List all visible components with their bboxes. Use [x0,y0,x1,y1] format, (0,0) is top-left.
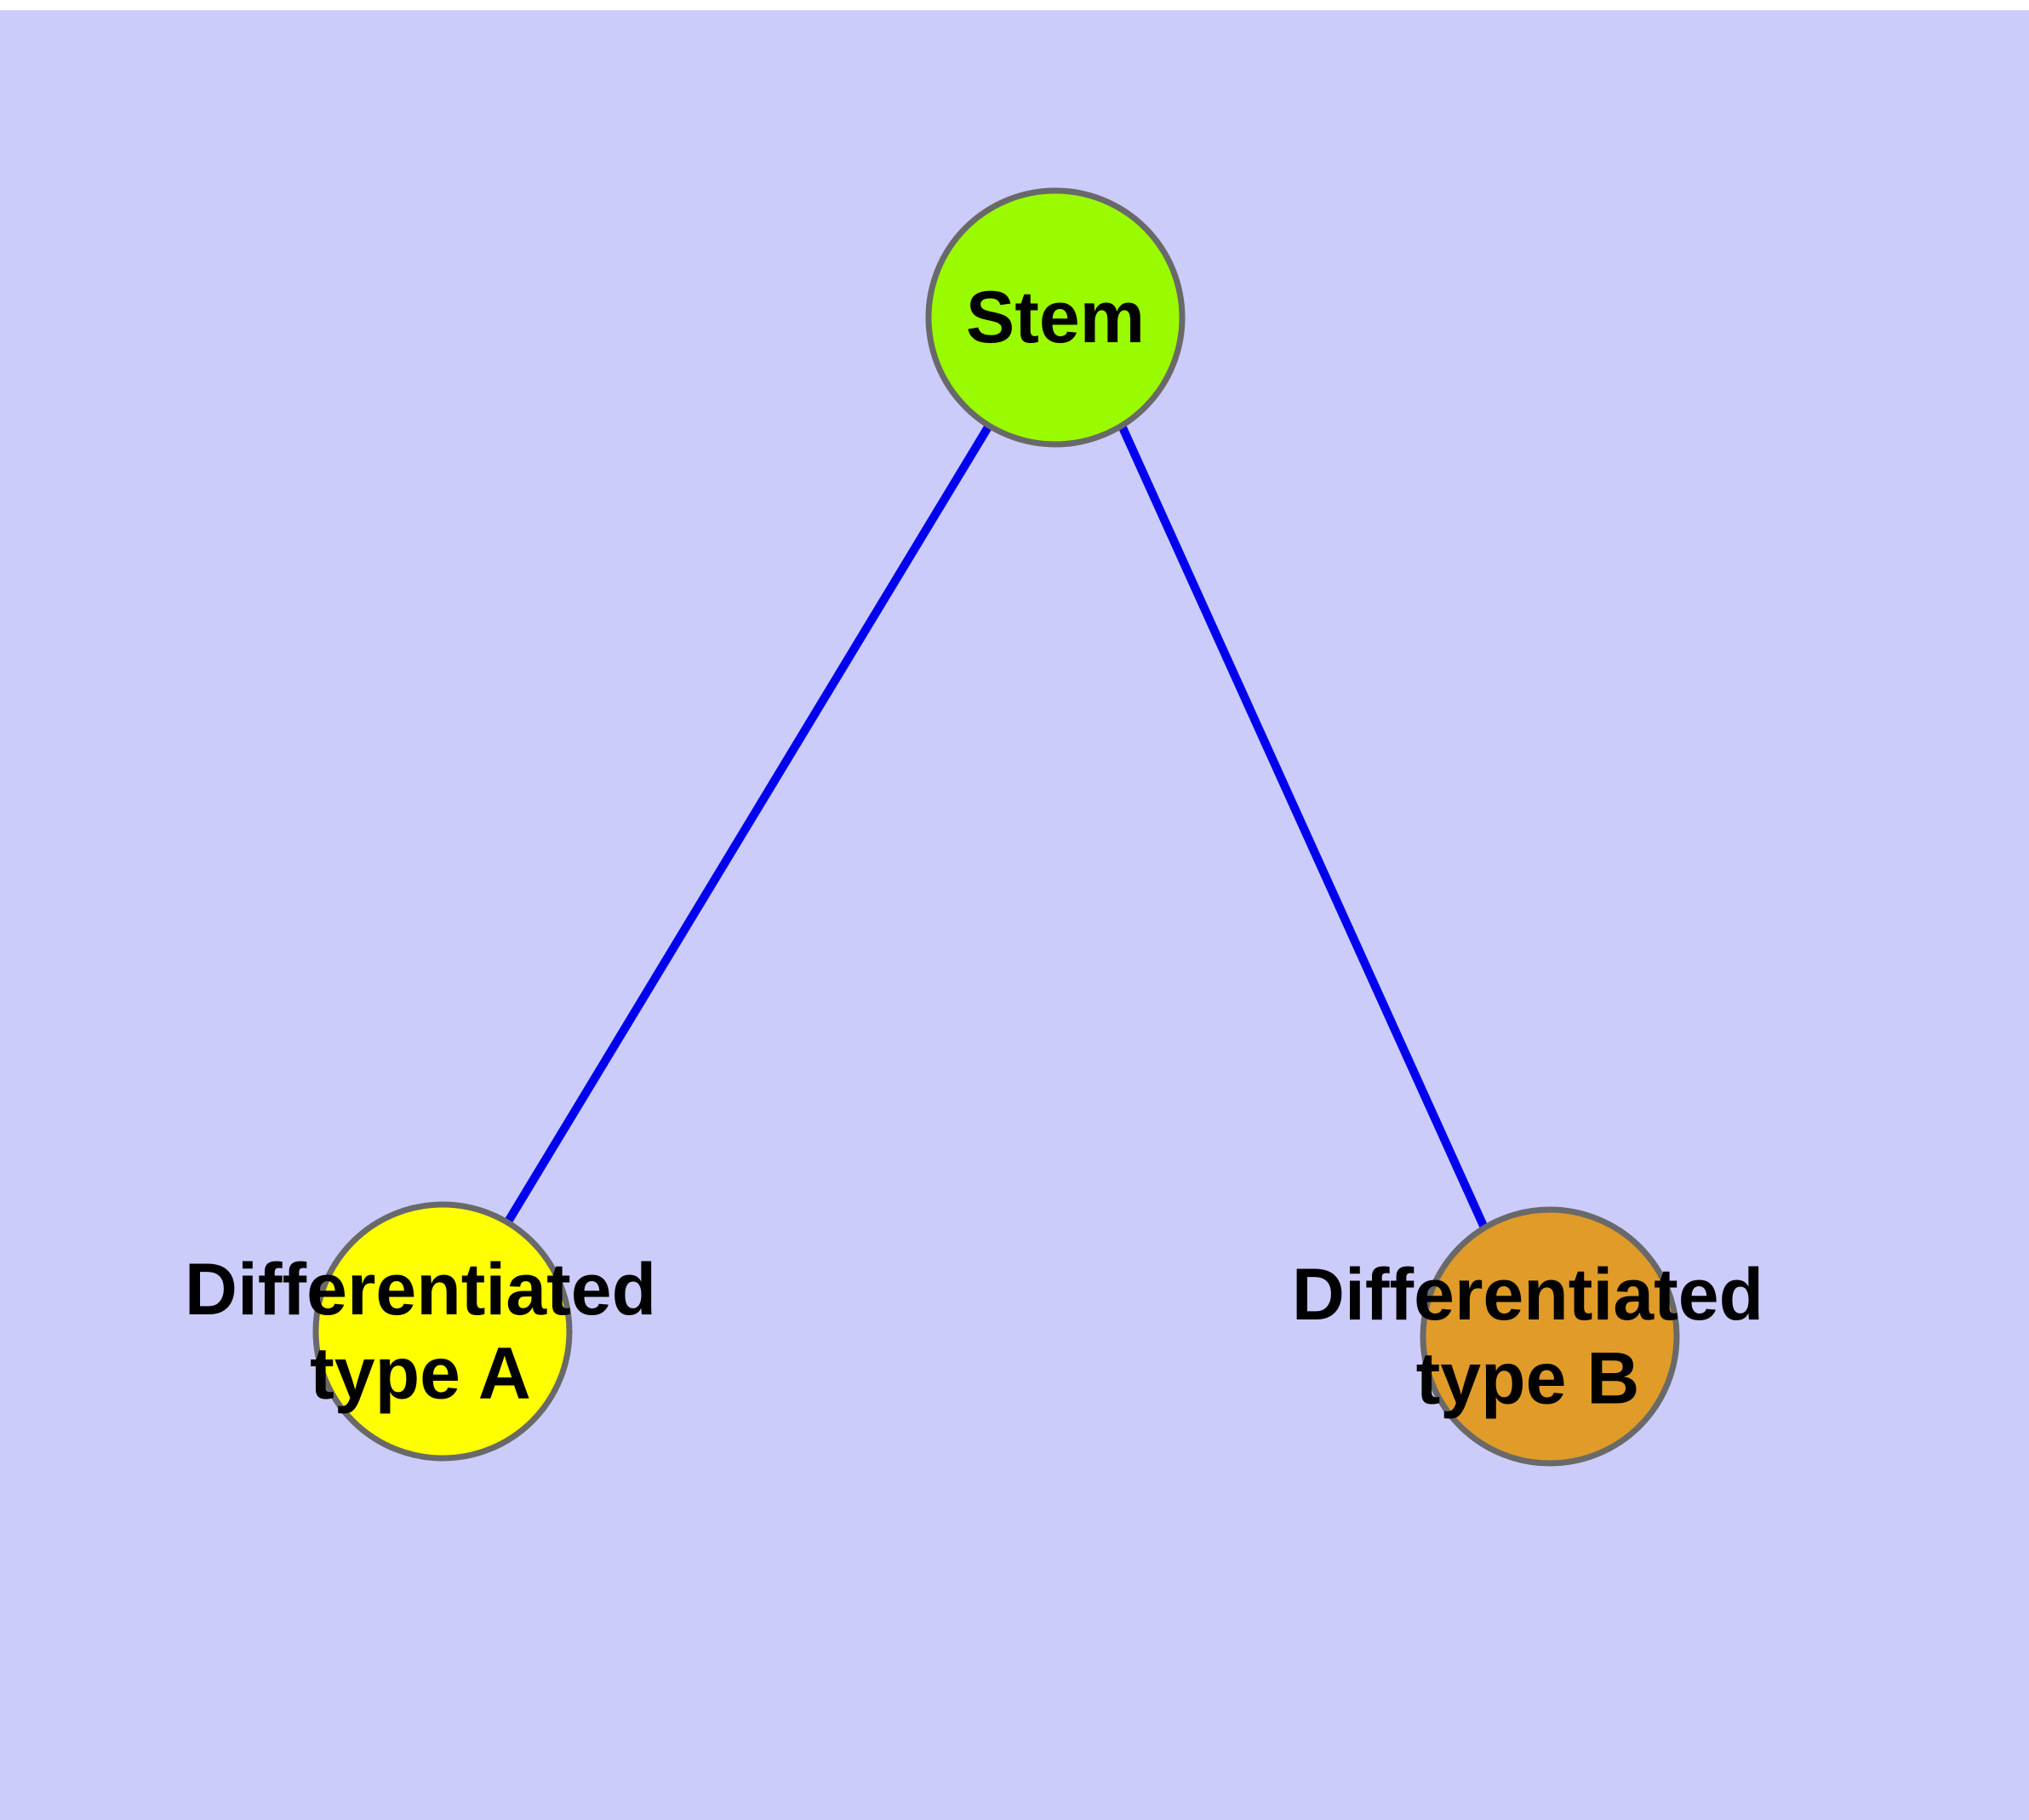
node-label-line: Differentiated [185,1249,656,1331]
nodes-group [312,187,1680,1467]
edge-stem-to-differentiated-type-a [504,423,993,1224]
node-differentiated-type-b[interactable] [1420,1206,1680,1467]
node-stem[interactable] [925,187,1186,448]
node-differentiated-type-a[interactable] [312,1201,573,1462]
edge-stem-to-differentiated-type-b [1117,423,1488,1228]
node-label-line: type A [310,1332,531,1414]
node-label-line: type B [1416,1337,1640,1419]
node-label-line: Differentiated [1292,1254,1763,1336]
node-label-line: Stem [966,277,1145,358]
edges-group [504,423,1488,1228]
node-label-stem: Stem [966,277,1145,358]
